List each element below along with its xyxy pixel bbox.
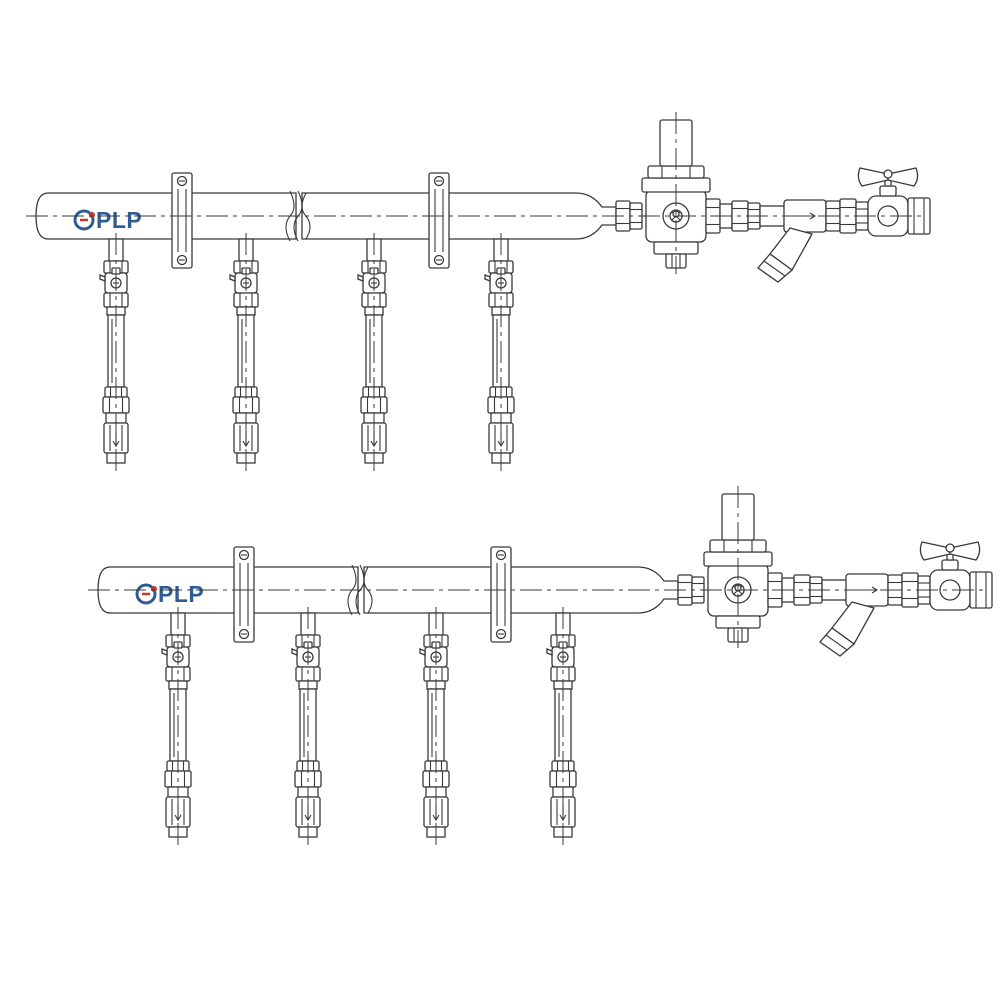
outlet-branch-3 [419, 607, 450, 847]
outlet-branch-1 [99, 233, 130, 473]
manifold-upper: PLP [26, 112, 931, 473]
plp-logo: PLP [73, 207, 142, 233]
outlet-branch-1 [161, 607, 192, 847]
outlet-branch-4 [484, 233, 515, 473]
outlet-branch-4 [546, 607, 577, 847]
plp-logo-text: PLP [158, 581, 204, 607]
plp-logo-text: PLP [96, 207, 142, 233]
main-ball-valve [857, 167, 931, 237]
mounting-bracket-2 [490, 546, 512, 643]
mounting-bracket-2 [428, 172, 450, 269]
plp-logo: PLP [135, 581, 204, 607]
manifold-lower: PLP [88, 486, 993, 847]
mounting-bracket-1 [171, 172, 193, 269]
butterfly-handle-icon [857, 167, 919, 187]
pressure-reducer [615, 119, 711, 269]
outlet-branch-2 [229, 233, 260, 473]
mounting-bracket-1 [233, 546, 255, 643]
butterfly-handle-icon [919, 541, 981, 561]
outlet-branch-2 [291, 607, 322, 847]
header-pipe [97, 564, 679, 616]
main-ball-valve [919, 541, 993, 611]
outlet-branch-3 [357, 233, 388, 473]
y-strainer [757, 199, 827, 283]
pressure-reducer [677, 493, 773, 643]
